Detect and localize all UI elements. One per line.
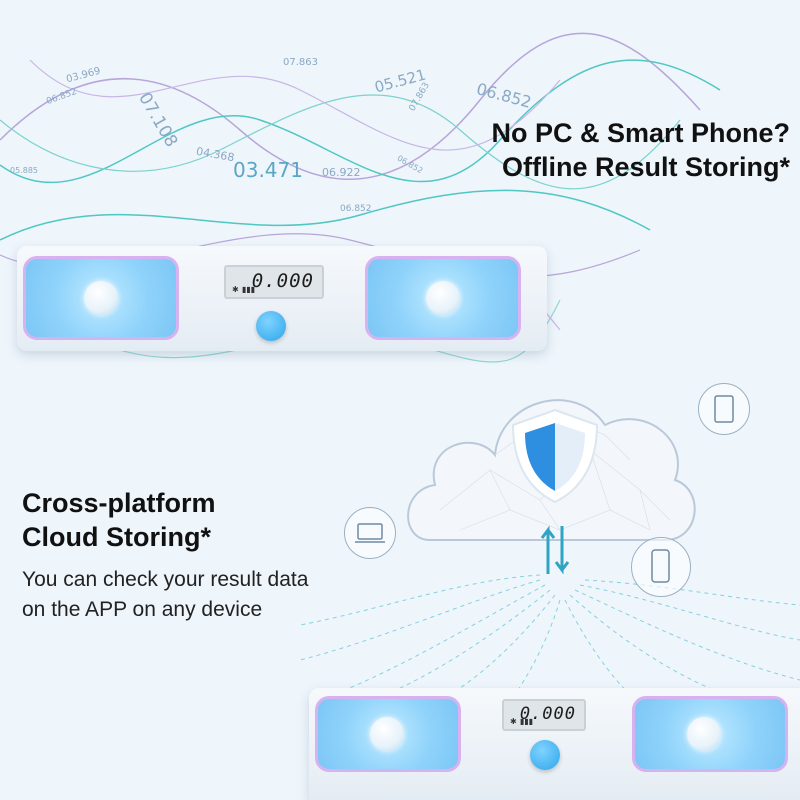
shield-icon — [511, 408, 599, 504]
laptop-icon — [344, 507, 396, 559]
right-electrode-pad — [365, 256, 521, 340]
bottom-device: 0.000 ✱ ▮▮▮ — [309, 688, 800, 800]
lcd-display: 0.000 ✱ ▮▮▮ — [224, 265, 324, 299]
right-electrode-knob — [687, 717, 721, 751]
cloud-headline: Cross-platform Cloud Storing* — [22, 486, 352, 554]
offline-headline: No PC & Smart Phone? Offline Result Stor… — [440, 116, 790, 184]
cloud-description-line1: You can check your result data — [22, 568, 309, 591]
floating-number: 03.471 — [233, 158, 303, 182]
offline-headline-line2: Offline Result Storing* — [501, 152, 790, 182]
battery-icon: ▮▮▮ — [520, 717, 534, 726]
bluetooth-icon: ✱ — [510, 717, 517, 726]
right-electrode-pad — [632, 696, 788, 772]
tablet-icon — [698, 383, 750, 435]
battery-icon: ▮▮▮ — [242, 285, 256, 294]
sync-arrows-icon — [540, 525, 570, 575]
cloud-description: You can check your result data on the AP… — [22, 565, 382, 625]
bluetooth-icon: ✱ — [232, 285, 239, 294]
right-electrode-knob — [426, 281, 460, 315]
floating-number: 06.922 — [322, 166, 361, 179]
cloud-headline-line2: Cloud Storing* — [22, 522, 211, 552]
power-button[interactable] — [530, 740, 560, 770]
cloud-headline-line1: Cross-platform — [22, 488, 216, 518]
cloud-description-line2: on the APP on any device — [22, 598, 263, 621]
offline-headline-line1: No PC & Smart Phone? — [491, 118, 790, 148]
lcd-reading: 0.000 — [519, 704, 576, 724]
floating-number: 07.863 — [283, 57, 318, 68]
lcd-reading: 0.000 — [251, 270, 314, 292]
left-electrode-pad — [315, 696, 461, 772]
power-button[interactable] — [256, 311, 286, 341]
left-electrode-pad — [23, 256, 179, 340]
floating-number: 05.885 — [10, 166, 38, 175]
left-electrode-knob — [84, 281, 118, 315]
lcd-display: 0.000 ✱ ▮▮▮ — [502, 699, 586, 731]
left-electrode-knob — [370, 717, 404, 751]
top-device: 0.000 ✱ ▮▮▮ — [17, 246, 547, 351]
phone-icon — [631, 537, 691, 597]
floating-number: 06.852 — [340, 204, 372, 214]
